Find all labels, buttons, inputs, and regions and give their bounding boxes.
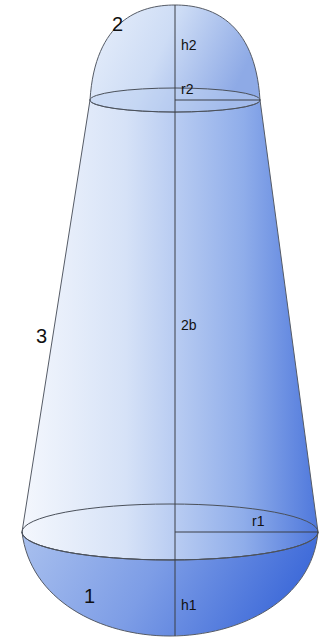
dimension-label: r1 [252,514,264,528]
dimension-label: 2b [181,318,197,332]
part-number: 2 [112,14,123,34]
dimension-label: h2 [181,38,197,52]
part-number: 1 [84,586,95,606]
part-number: 3 [36,326,47,346]
bottom-ellipse [22,504,318,560]
frustum-part [22,88,318,560]
dimension-label: h1 [181,598,197,612]
dimension-label: r2 [181,82,193,96]
radius-line-bottom [175,532,318,533]
radius-line-top [175,100,260,101]
bottom-cap [22,532,318,636]
